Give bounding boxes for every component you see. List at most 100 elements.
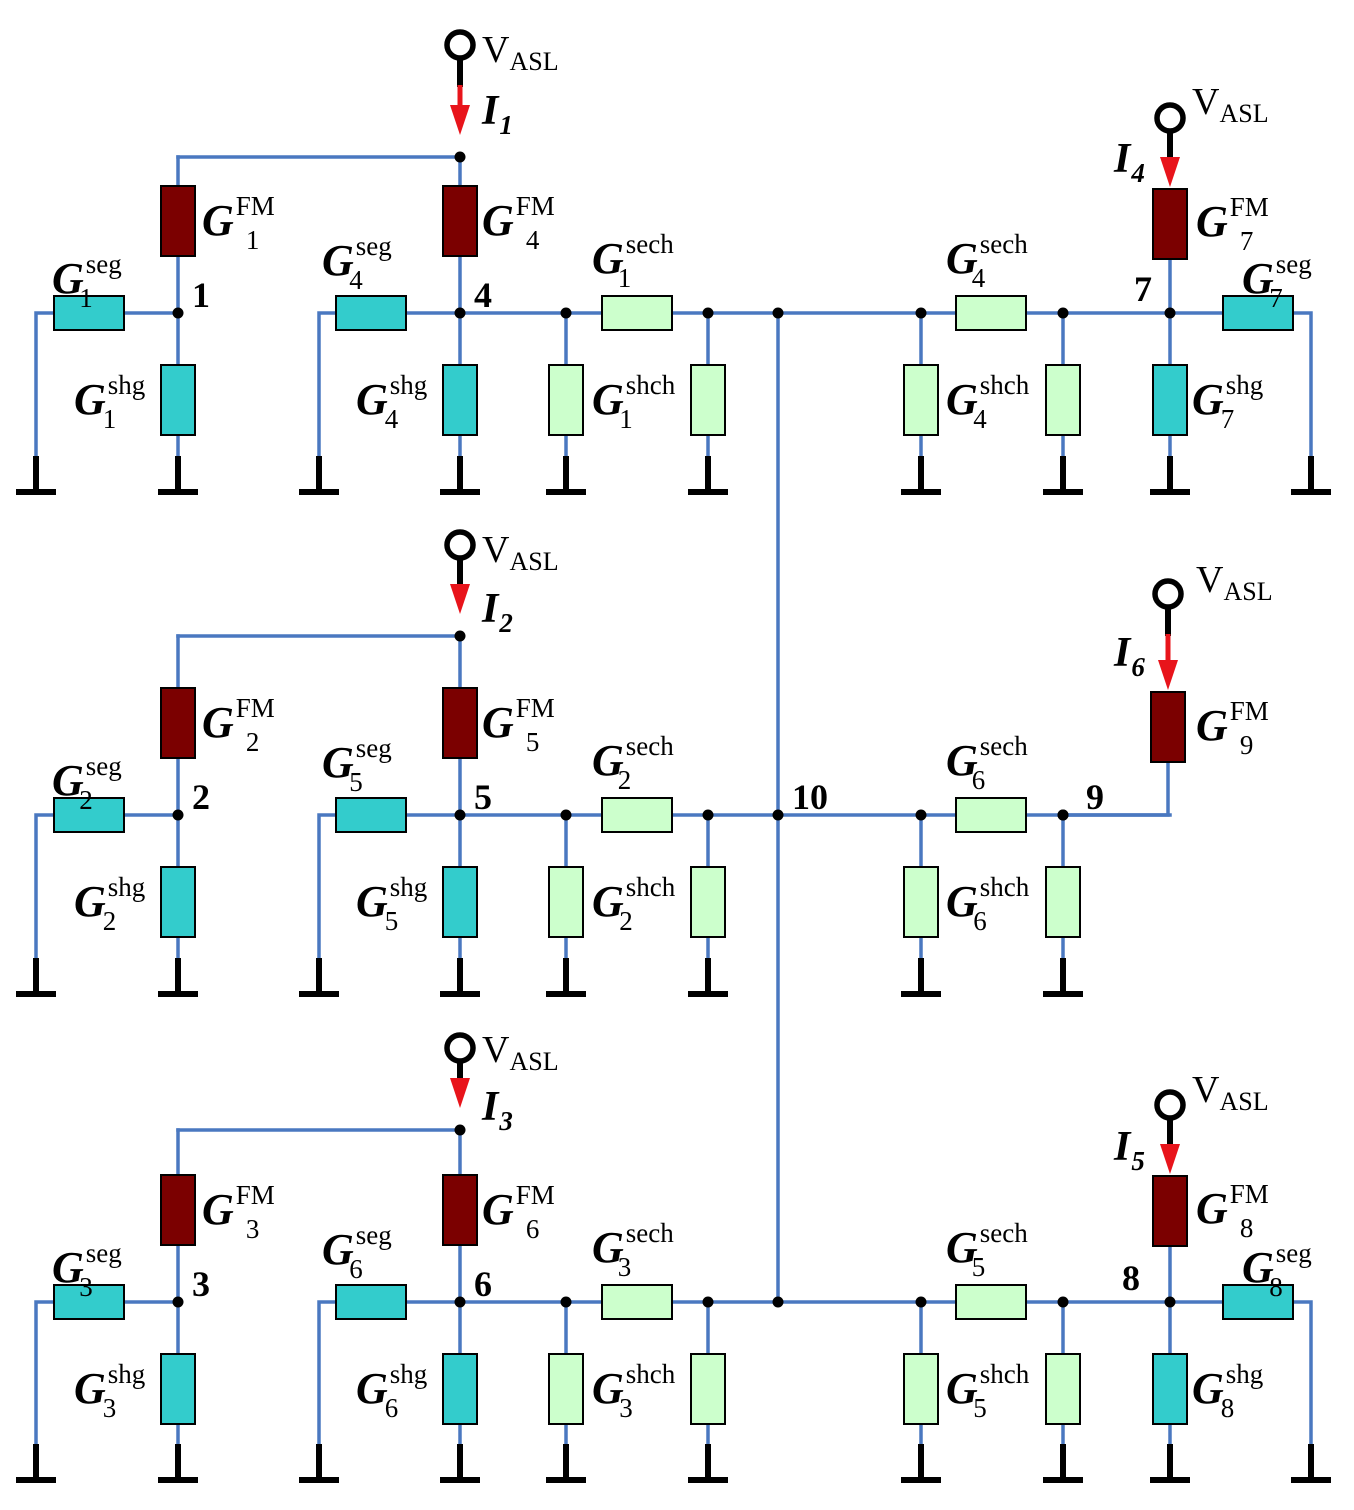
shch-resistor-b-2: [690, 866, 726, 938]
shg-resistor-2: [160, 866, 196, 938]
node-label-3: 3: [192, 1264, 210, 1304]
shch-junction-b-1: [702, 307, 714, 319]
source-label-cell2: VASL: [482, 529, 559, 576]
source-cell9-terminal: [1152, 578, 1184, 610]
wire-cell9-fm: [1061, 760, 1170, 817]
shch-resistor-b-3: [690, 1353, 726, 1425]
node-dot-3: [172, 1296, 184, 1308]
current-label-I1: I1: [481, 88, 513, 140]
node-dot-8: [1164, 1296, 1176, 1308]
feed-junction-2: [454, 630, 466, 642]
shch-junction-a-2: [560, 809, 572, 821]
source-cell1-current-arrowhead: [450, 105, 470, 135]
source-cell7-terminal: [1154, 102, 1186, 134]
seg-resistor-7: [1222, 295, 1294, 331]
source-cell3-terminal: [444, 1032, 476, 1064]
node-label-6: 6: [474, 1264, 492, 1304]
seg-resistor-5: [335, 797, 407, 833]
sech-resistor-3: [601, 1284, 673, 1320]
current-label-I5: I5: [1113, 1124, 1145, 1176]
node-dot-5: [454, 809, 466, 821]
right-shch-junction-b-r3: [1057, 1296, 1069, 1308]
source-label-cell9: VASL: [1196, 559, 1273, 606]
seg-resistor-4: [335, 295, 407, 331]
current-label-I3: I3: [481, 1084, 513, 1136]
node-dot-10: [772, 809, 784, 821]
shg-resistor-1: [160, 364, 196, 436]
fm-resistor-5: [442, 687, 478, 759]
feed-junction-1: [454, 151, 466, 163]
shg-resistor-3: [160, 1353, 196, 1425]
right-shch-junction-9: [1057, 809, 1069, 821]
components-layer: [16, 29, 1331, 1483]
source-cell8-current-arrowhead: [1160, 1144, 1180, 1174]
shg-resistor-8: [1152, 1353, 1188, 1425]
node-label-4: 4: [474, 275, 492, 315]
shch-resistor-a-5: [903, 1353, 939, 1425]
source-cell2-current-arrowhead: [450, 584, 470, 614]
wire-cell2-seg-left: [34, 813, 55, 960]
node-label-1: 1: [192, 275, 210, 315]
wire-cell7-seg-right: [1291, 311, 1313, 458]
node-label-8: 8: [1122, 1258, 1140, 1298]
node-dot-2: [172, 809, 184, 821]
shch-junction-a-1: [560, 307, 572, 319]
seg-resistor-2: [53, 797, 125, 833]
wire-cell5-seg-left: [317, 813, 338, 960]
fm-resistor-8: [1152, 1175, 1188, 1247]
shch-resistor-b-1: [690, 364, 726, 436]
node-dot-6: [454, 1296, 466, 1308]
node-dot-4: [454, 307, 466, 319]
wire-cell8-seg-right: [1291, 1300, 1313, 1446]
wire-cell1-seg-left: [34, 311, 55, 458]
source-cell9-current-arrowhead: [1158, 660, 1178, 690]
node-label-9: 9: [1086, 777, 1104, 817]
sech-resistor-4: [955, 295, 1027, 331]
shch-junction-b-3: [702, 1296, 714, 1308]
seg-resistor-6: [335, 1284, 407, 1320]
wire-cell4-seg-left: [317, 311, 338, 458]
node-dot-7: [1164, 307, 1176, 319]
shch-resistor-a-3: [548, 1353, 584, 1425]
shg-resistor-5: [442, 866, 478, 938]
node-label-10: 10: [792, 777, 828, 817]
current-label-I6: I6: [1113, 630, 1145, 682]
seg-resistor-1: [53, 295, 125, 331]
shch-junction-b-2: [702, 809, 714, 821]
fm-resistor-4: [442, 185, 478, 257]
source-cell8-terminal: [1154, 1089, 1186, 1121]
right-shch-junction-a-r1: [915, 307, 927, 319]
right-shch-junction-a-r2: [915, 809, 927, 821]
shch-resistor-b-5: [1045, 1353, 1081, 1425]
fm-resistor-3: [160, 1174, 196, 1246]
shg-resistor-7: [1152, 364, 1188, 436]
source-cell7-current-arrowhead: [1160, 157, 1180, 187]
sech-resistor-5: [955, 1284, 1027, 1320]
node-dot-1: [172, 307, 184, 319]
sech-resistor-6: [955, 797, 1027, 833]
